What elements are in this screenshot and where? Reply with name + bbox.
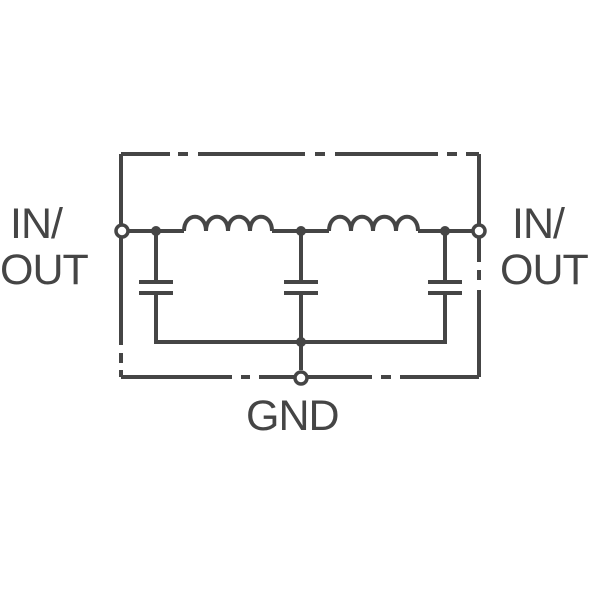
right-in-label: IN/ <box>512 200 565 248</box>
inductor-1 <box>182 214 274 232</box>
ground-label: GND <box>246 392 340 440</box>
enclosure-dash-dot-box <box>119 152 481 379</box>
capacitor-3 <box>428 231 462 342</box>
capacitor-2 <box>284 231 318 370</box>
right-out-label: OUT <box>500 246 589 294</box>
junction-dot <box>440 226 450 236</box>
right-terminal <box>471 223 487 239</box>
left-in-label: IN/ <box>10 200 63 248</box>
junction-dot <box>296 337 306 347</box>
junction-dot <box>151 226 161 236</box>
junction-dot <box>296 226 306 236</box>
left-out-label: OUT <box>0 246 89 294</box>
ground-terminal <box>293 370 309 386</box>
left-terminal <box>114 223 130 239</box>
capacitor-1 <box>139 231 173 342</box>
inductor-2 <box>327 214 420 232</box>
